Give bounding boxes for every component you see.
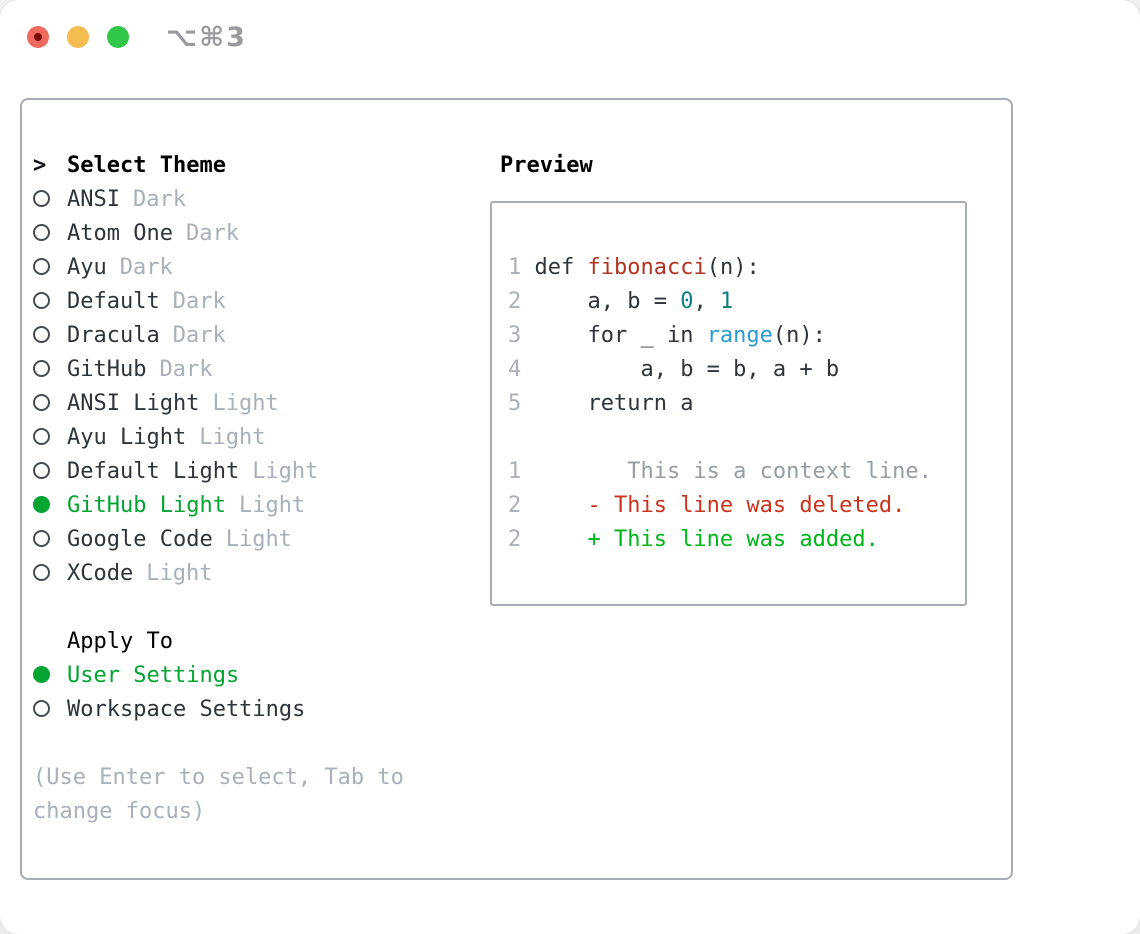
radio-icon xyxy=(33,693,67,727)
radio-icon xyxy=(33,217,67,251)
radio-selected-icon xyxy=(33,489,67,523)
hint-line-2: change focus) xyxy=(33,799,206,824)
radio-icon xyxy=(33,455,67,489)
minimize-button-icon[interactable] xyxy=(67,26,89,48)
diff-deleted-line: 2 - This line was deleted. xyxy=(508,493,906,518)
radio-icon xyxy=(33,387,67,421)
blank-line xyxy=(508,421,932,455)
apply-to-heading: Apply To xyxy=(33,625,483,659)
window-title: ⌥⌘3 xyxy=(166,22,247,53)
diff-context-line: 1 This is a context line. xyxy=(508,459,932,484)
radio-icon xyxy=(33,251,67,285)
radio-selected-icon xyxy=(33,659,67,693)
radio-icon xyxy=(33,421,67,455)
spacer xyxy=(33,591,483,625)
preview-label: Preview xyxy=(500,153,593,178)
code-line: 1 def fibonacci(n): xyxy=(508,255,760,280)
radio-icon xyxy=(33,319,67,353)
radio-icon xyxy=(33,523,67,557)
code-line: 3 for _ in range(n): xyxy=(508,323,826,348)
apply-to-label: Apply To xyxy=(67,629,173,654)
apply-to-user-settings[interactable]: User Settings xyxy=(33,659,483,693)
radio-icon xyxy=(33,353,67,387)
radio-icon xyxy=(33,183,67,217)
close-button-icon[interactable] xyxy=(27,26,49,48)
prompt-chevron-icon: > xyxy=(33,153,47,178)
diff-added-line: 2 + This line was added. xyxy=(508,527,879,552)
preview-column: Preview xyxy=(500,149,1000,183)
apply-to-workspace-settings[interactable]: Workspace Settings xyxy=(33,693,483,727)
code-line: 4 a, b = b, a + b xyxy=(508,357,840,382)
titlebar: ⌥⌘3 xyxy=(0,0,1140,74)
zoom-button-icon[interactable] xyxy=(107,26,129,48)
spacer xyxy=(33,727,483,761)
preview-heading: Preview xyxy=(500,149,1000,183)
hint-line-1: (Use Enter to select, Tab to xyxy=(33,765,404,790)
radio-icon xyxy=(33,557,67,591)
preview-box: 1 def fibonacci(n): 2 a, b = 0, 1 3 for … xyxy=(490,201,967,606)
radio-icon xyxy=(33,285,67,319)
select-theme-heading: > Select Theme xyxy=(33,149,483,183)
code-line: 2 a, b = 0, 1 xyxy=(508,289,734,314)
code-line: 5 return a xyxy=(508,391,694,416)
code-sample: 1 def fibonacci(n): 2 a, b = 0, 1 3 for … xyxy=(508,251,932,557)
select-theme-label: Select Theme xyxy=(67,153,226,178)
